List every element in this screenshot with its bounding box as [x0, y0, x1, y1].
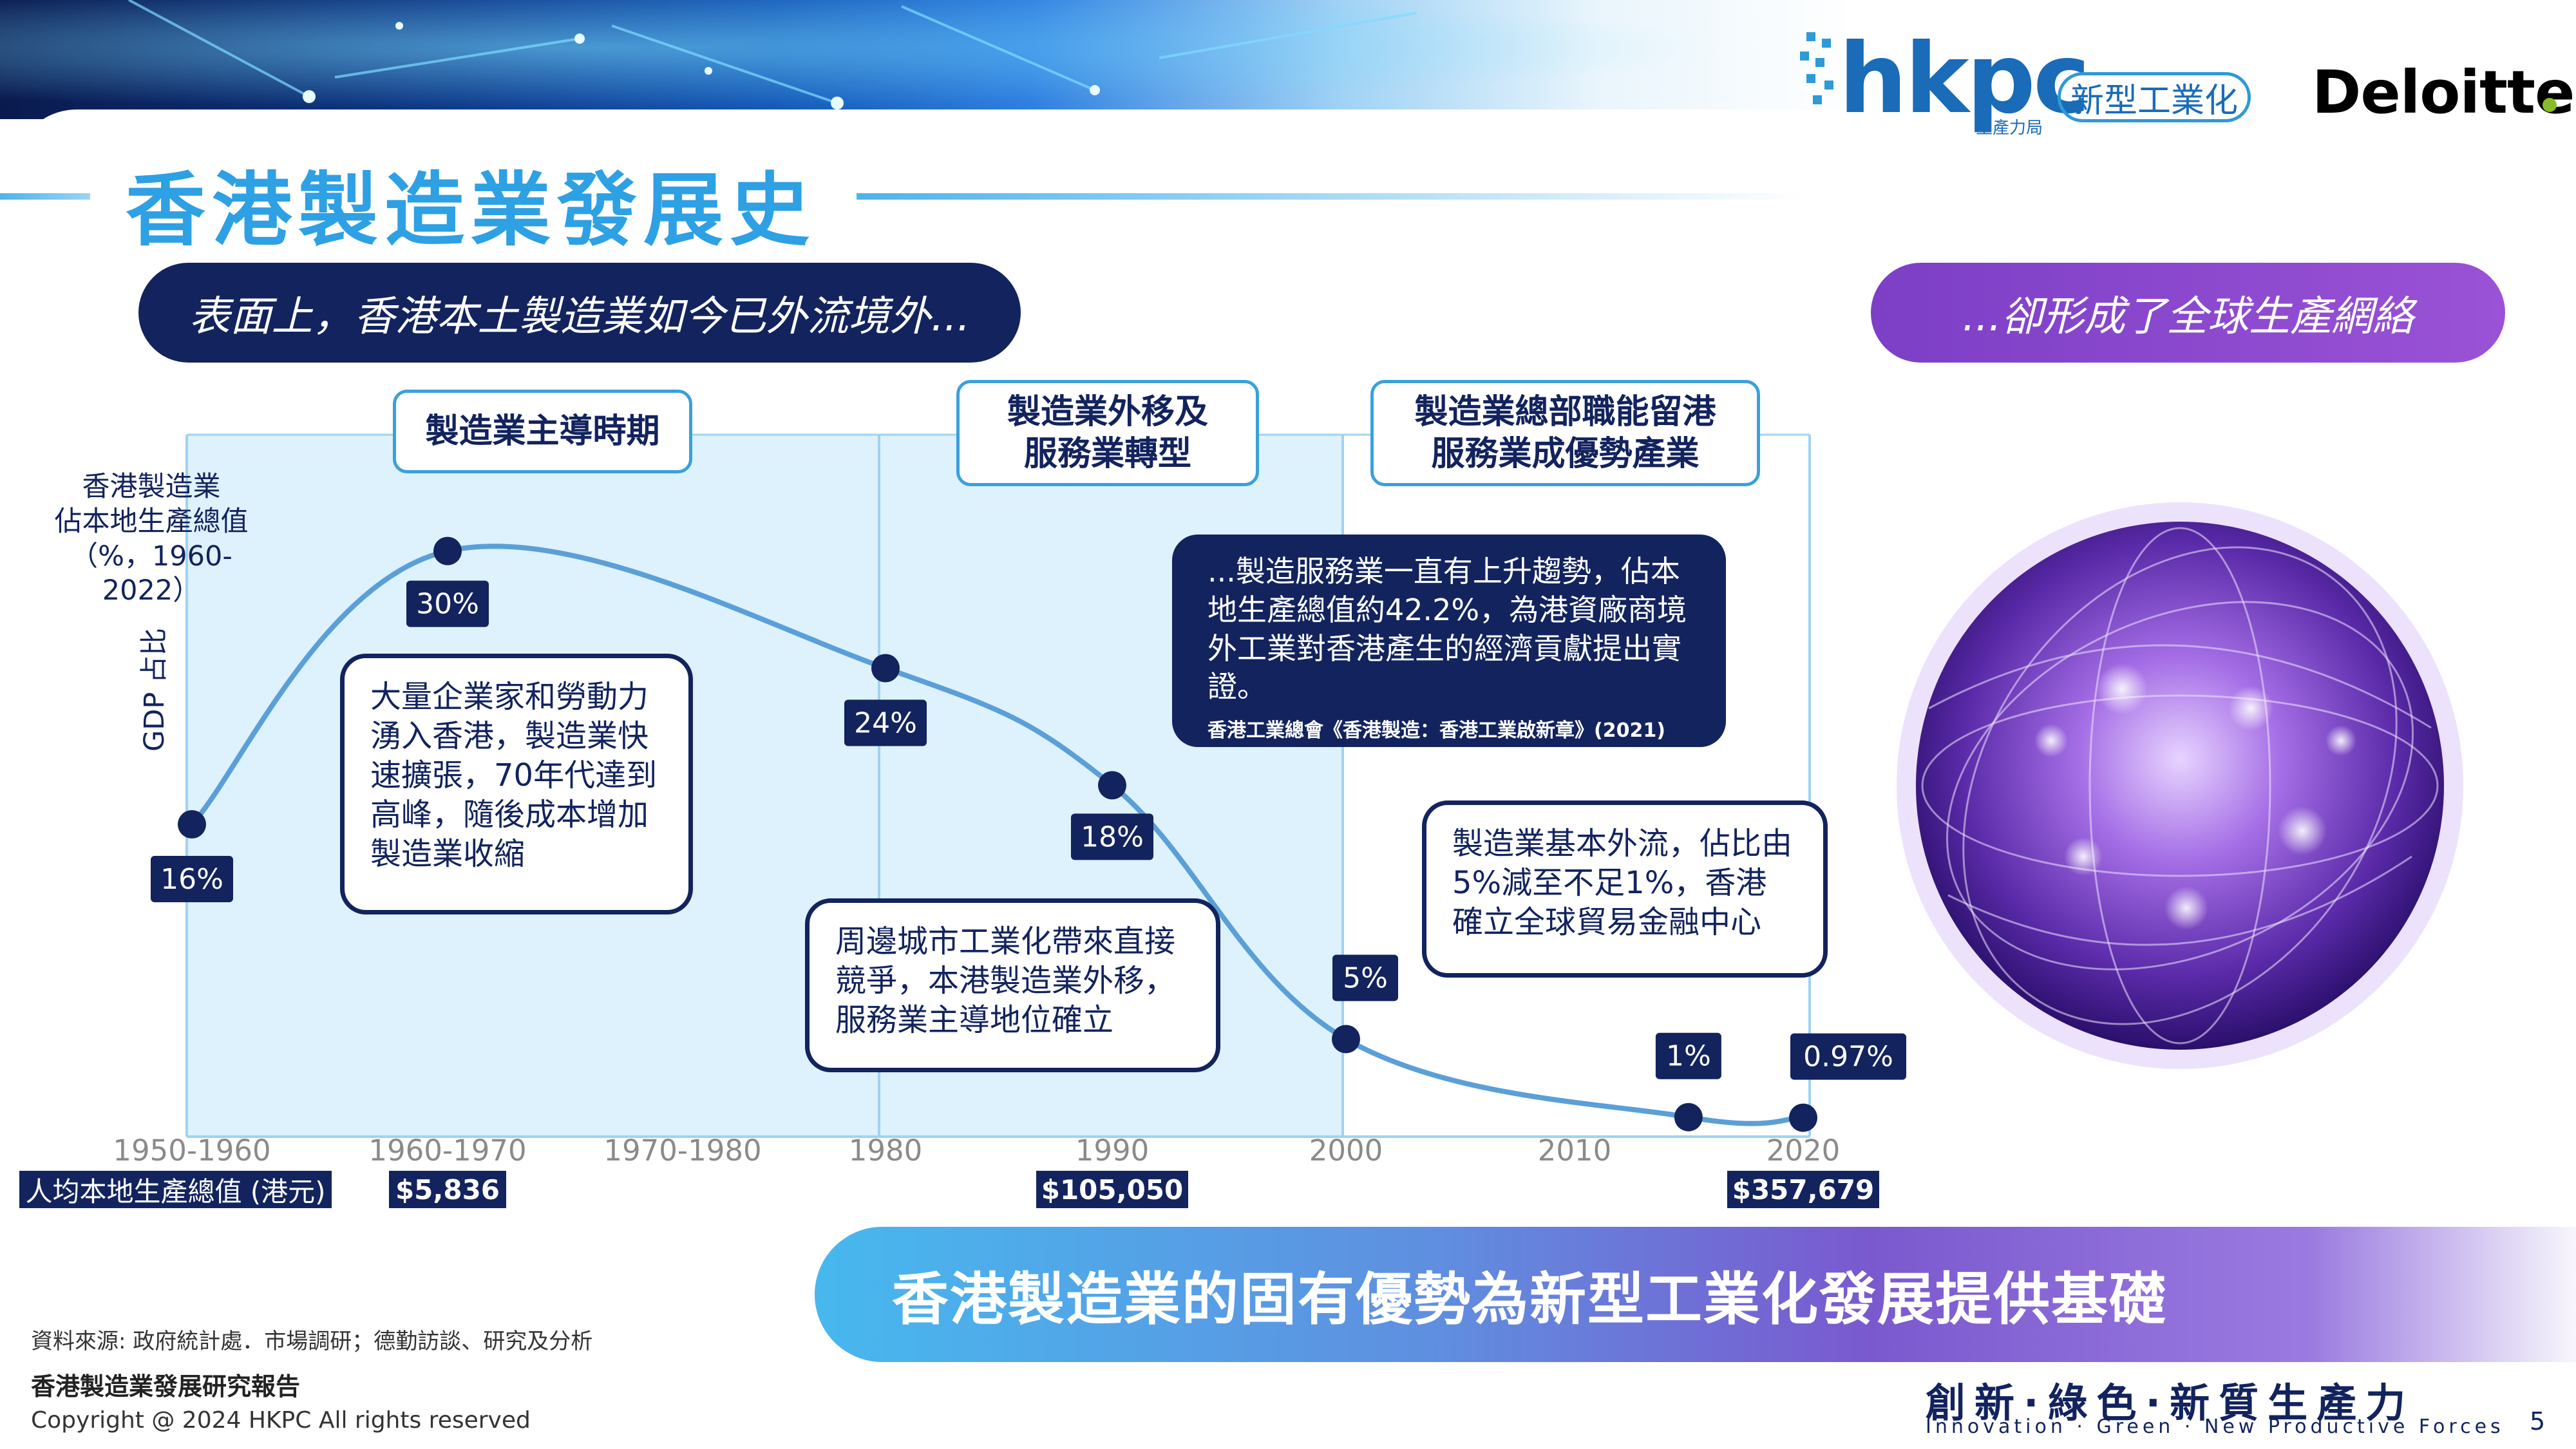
hkpc-tag: 新型工業化: [2058, 72, 2251, 122]
note-competition: 周邊城市工業化帶來直接競爭，本港製造業外移，服務業主導地位確立: [805, 898, 1220, 1072]
pill-right: ...卻形成了全球生產網絡: [1871, 263, 2505, 363]
x-tick-label: 2020: [1766, 1133, 1841, 1168]
report-name: 香港製造業發展研究報告: [31, 1372, 301, 1401]
slogan-en: Innovation · Green · New Productive Forc…: [1926, 1416, 2505, 1438]
data-label-box: [844, 699, 927, 746]
data-point: [871, 654, 900, 683]
data-label-box: [151, 856, 233, 902]
slogan-zh: 創新·綠色·新質生產力: [1926, 1379, 2415, 1426]
gdp-per-capita-value: $105,050: [1036, 1171, 1188, 1208]
pill-left: 表面上，香港本土製造業如今已外流境外...: [138, 263, 1021, 363]
era-box-2: 製造業外移及 服務業轉型: [956, 380, 1259, 486]
x-tick-label: 1990: [1075, 1133, 1150, 1168]
x-tick-label: 1980: [849, 1133, 923, 1168]
data-label-box: [1655, 1032, 1721, 1079]
data-point: [433, 536, 462, 565]
data-label: 30%: [416, 588, 479, 621]
deloitte-dot: [2543, 98, 2557, 112]
source-note: 資料來源: 政府統計處．市場調研；德勤訪談、研究及分析: [31, 1329, 593, 1354]
data-point: [1674, 1103, 1703, 1132]
data-label: 18%: [1081, 820, 1144, 853]
data-label: 0.97%: [1803, 1041, 1893, 1074]
data-label-box: [406, 580, 489, 627]
data-label-box: [1332, 954, 1398, 1001]
x-tick-label: 1960-1970: [368, 1133, 526, 1168]
circuit-decoration: [128, 0, 1417, 109]
x-tick-label: 2010: [1538, 1133, 1612, 1168]
x-tick-label: 2000: [1309, 1133, 1383, 1168]
hkpc-logo-sub: 生產力局: [1976, 118, 2043, 138]
page-title: 香港製造業發展史: [126, 164, 817, 257]
note-expansion: 大量企業家和勞動力湧入香港，製造業快速擴張，70年代達到高峰，隨後成本增加製造業…: [340, 654, 693, 914]
data-label: 24%: [854, 707, 917, 740]
note-source: 香港工業總會《香港製造：香港工業啟新章》(2021): [1208, 719, 1665, 743]
header-banner: [0, 0, 2576, 119]
data-label: 1%: [1666, 1040, 1711, 1073]
data-label: 5%: [1343, 961, 1388, 994]
era-box-3: 製造業總部職能留港 服務業成優勢產業: [1370, 380, 1760, 486]
copyright: Copyright @ 2024 HKPC All rights reserve…: [31, 1407, 531, 1434]
x-tick-label: 1970-1980: [603, 1133, 761, 1168]
hkpc-logo: hkpc: [1839, 23, 2090, 135]
data-label: 16%: [160, 863, 223, 896]
bottom-banner: 香港製造業的固有優勢為新型工業化發展提供基礎: [815, 1227, 2576, 1362]
y-label-block: 香港製造業 佔本地生產總值 （%，1960-2022）: [54, 471, 249, 607]
title-rule-left: [0, 193, 90, 200]
note-body: ...製造服務業一直有上升趨勢，佔本地生產總值約42.2%，為港資廠商境外工業對…: [1208, 554, 1687, 705]
data-point: [1789, 1103, 1817, 1132]
data-point: [1098, 771, 1126, 800]
gdp-per-capita-label: 人均本地生產總值 (港元): [19, 1171, 332, 1208]
series-line: [190, 544, 1804, 1126]
title-rule-right: [857, 193, 1803, 200]
data-point: [1332, 1025, 1360, 1054]
gdp-per-capita-value: $5,836: [389, 1171, 506, 1208]
note-outflow: 製造業基本外流，佔比由5%減至不足1%，香港確立全球貿易金融中心: [1422, 800, 1828, 978]
era-box-1: 製造業主導時期: [393, 390, 692, 473]
note-manufacturing-services: ...製造服務業一直有上升趨勢，佔本地生產總值約42.2%，為港資廠商境外工業對…: [1172, 535, 1726, 747]
data-label-box: [1790, 1033, 1906, 1080]
deloitte-logo: Deloitte: [2312, 58, 2575, 127]
y-axis-title: GDP 占比: [138, 627, 171, 752]
x-tick-label: 1950-1960: [113, 1133, 270, 1168]
page-number: 5: [2530, 1407, 2546, 1435]
data-point: [178, 810, 206, 838]
data-label-box: [1071, 813, 1153, 860]
gdp-per-capita-value: $357,679: [1727, 1171, 1879, 1208]
banner-curve: [26, 109, 2576, 161]
globe-network-image: [1897, 502, 2463, 1069]
hkpc-dots-icon: [1800, 32, 1833, 104]
